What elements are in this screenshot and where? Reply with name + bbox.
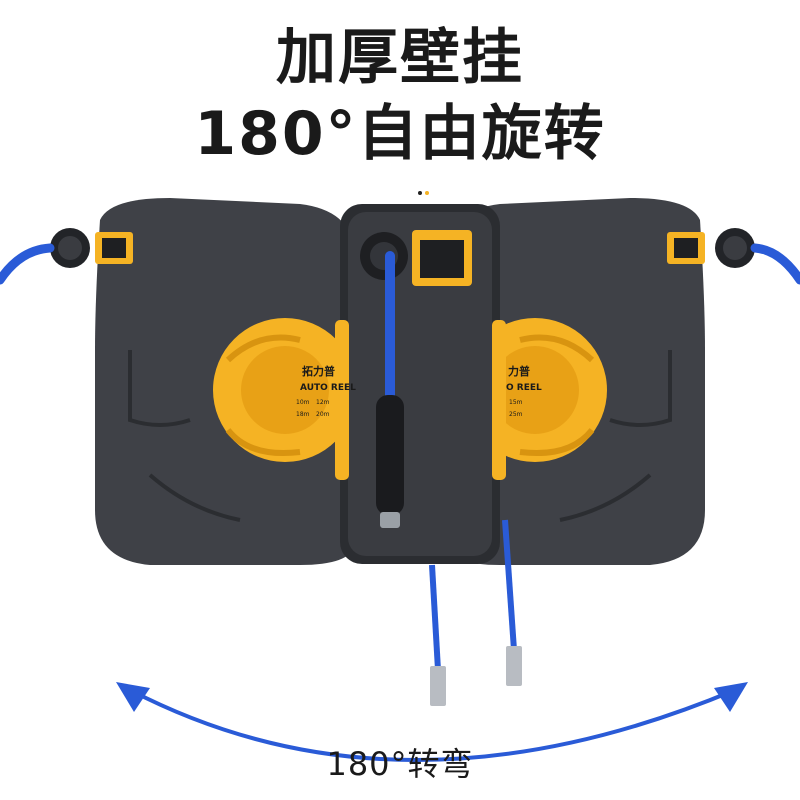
length-label: 18m (296, 411, 310, 418)
left-reel-drum-inner (241, 346, 329, 434)
rotation-arc-line (129, 688, 736, 762)
rotation-caption: 180°转弯 (326, 745, 474, 783)
center-hose-nozzle (380, 512, 400, 528)
left-reel-drum-spoke (225, 428, 301, 457)
left-reel-ridge (148, 473, 241, 522)
right-reel-ridge (559, 473, 652, 522)
hanging-hose-right (502, 519, 517, 651)
left-reel-drum-spoke (225, 334, 301, 363)
left-drum-brand: 拓力普 (302, 364, 335, 378)
rotation-arc (116, 682, 748, 762)
center-reel-edge (335, 320, 349, 480)
right-reel-drum-inner (491, 346, 579, 434)
length-label: 25m (509, 411, 523, 418)
dot-1 (418, 191, 422, 195)
center-reel (335, 204, 506, 564)
length-label: 10m (296, 399, 310, 406)
left-drum-label: 拓力普 AUTO REEL (300, 364, 356, 393)
right-reel (445, 198, 800, 565)
hanging-hoses (429, 519, 522, 706)
center-reel-window-inner (420, 240, 464, 278)
length-label: 12m (316, 399, 330, 406)
right-reel-drum-spoke (519, 334, 595, 363)
hanging-hose-left (429, 564, 441, 671)
arrow-left-icon (116, 682, 150, 712)
left-reel-ridge (128, 350, 191, 427)
drum-length-labels: 10m 12m 15m 18m 20m 25m (296, 399, 523, 418)
right-reel-window-inner (674, 238, 698, 258)
right-hose-guide-ring (723, 236, 747, 260)
right-reel-drum-spoke (519, 428, 595, 457)
headline-line-1: 加厚壁挂 (276, 23, 524, 93)
left-drum-model: AUTO REEL (300, 383, 356, 393)
headline-line-2: 180°自由旋转 (194, 99, 606, 169)
length-label: 15m (509, 399, 523, 406)
hose-reel-illustration: 拓力普 AUTO REEL 力普 O REEL 10m 12m 15m 18m … (0, 198, 800, 706)
right-hose (750, 243, 800, 285)
center-reel-edge (492, 320, 506, 480)
left-reel (0, 198, 357, 565)
hanging-hose-left-fitting (430, 666, 446, 706)
hanging-hose-right-fitting (506, 646, 522, 686)
left-reel-window-inner (102, 238, 126, 258)
right-drum-brand: 力普 (508, 364, 530, 378)
right-drum-label: 力普 O REEL (506, 364, 542, 393)
right-reel-ridge (609, 350, 672, 427)
length-label: 20m (316, 411, 330, 418)
left-hose (0, 243, 55, 285)
right-drum-model: O REEL (506, 383, 542, 393)
arrow-right-icon (714, 682, 748, 712)
carousel-dots (418, 180, 432, 195)
left-hose-guide-ring (58, 236, 82, 260)
center-hose-handle (376, 395, 404, 515)
dot-2 (425, 191, 429, 195)
